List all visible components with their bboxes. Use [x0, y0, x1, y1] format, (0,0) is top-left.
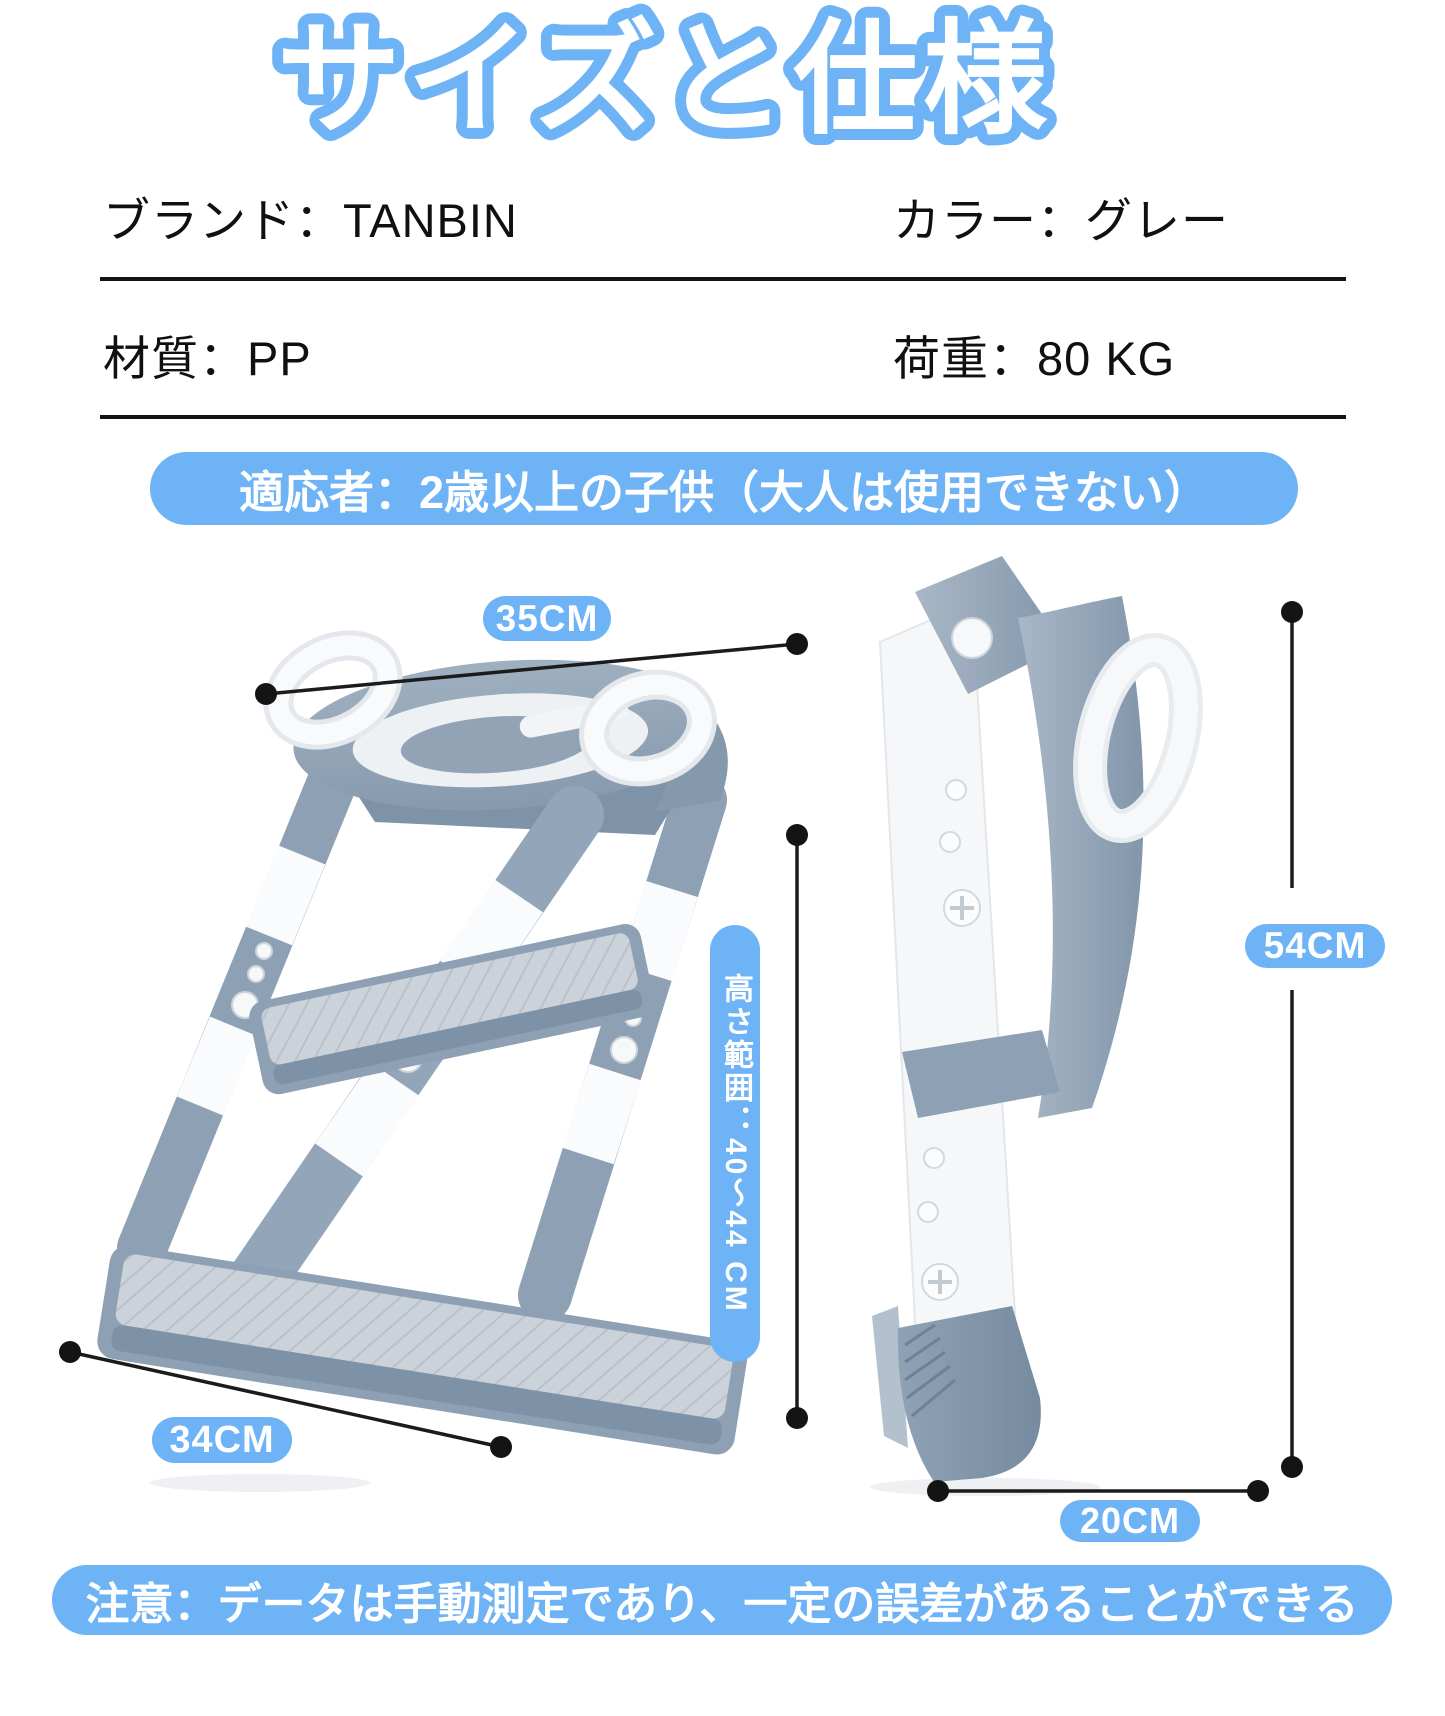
dimension-line-35cm	[255, 633, 808, 705]
ladder-step-middle	[249, 924, 655, 1095]
foot-grip-lines	[904, 1323, 956, 1418]
dimension-badge-folded-height: 54CM	[1245, 924, 1385, 968]
eligibility-banner: 適応者：2歳以上の子供（大人は使用できない）	[150, 452, 1298, 525]
potty-ladder-open-illustration	[97, 630, 748, 1492]
folded-screws	[917, 779, 981, 1301]
potty-ladder-folded-illustration	[870, 556, 1203, 1496]
ladder-shadow	[150, 1474, 370, 1492]
folded-step-wedge	[902, 1030, 1060, 1118]
handle-right-icon	[579, 669, 717, 787]
screw-icon	[917, 1201, 939, 1223]
spec-load: 荷重：80 KG	[893, 332, 1176, 385]
dimension-badge-folded-depth: 20CM	[1060, 1500, 1200, 1542]
screw-icon	[255, 942, 273, 960]
dimension-line-34cm	[59, 1341, 512, 1458]
handle-left-icon	[263, 630, 403, 750]
screw-icon	[247, 965, 265, 983]
divider-line	[100, 277, 1346, 281]
dimension-line-20cm	[927, 1480, 1269, 1502]
dimension-badge-base-depth: 34CM	[152, 1417, 292, 1463]
title-banner: サイズと仕様	[266, 0, 1058, 160]
screw-icon	[945, 779, 967, 801]
folded-shadow	[870, 1478, 1100, 1496]
screw-icon	[610, 1036, 638, 1064]
ladder-rail-back-left	[117, 750, 360, 1273]
page-title: サイズと仕様	[277, 11, 1053, 149]
folded-seat-panel	[1018, 596, 1203, 1118]
ladder-step-bottom	[97, 1245, 748, 1455]
dimension-line-54cm	[1281, 601, 1303, 1478]
screw-cross-icon	[921, 1263, 959, 1301]
screw-icon	[923, 1147, 945, 1169]
folded-foot	[897, 1306, 1041, 1482]
divider-line	[100, 415, 1346, 419]
ladder-rail-right	[518, 773, 727, 1322]
dimension-line-height-range	[786, 824, 808, 1429]
spec-brand: ブランド：TANBIN	[103, 194, 518, 247]
screw-icon	[939, 831, 961, 853]
handle-folded-icon	[1073, 633, 1203, 843]
screw-icon	[951, 617, 993, 659]
note-banner: 注意：データは手動測定であり、一定の誤差があることができる	[52, 1565, 1392, 1635]
screw-cross-icon	[943, 889, 981, 927]
spec-color: カラー：グレー	[893, 194, 1229, 247]
spec-material: 材質：PP	[103, 332, 312, 385]
dimension-badge-top-width: 35CM	[483, 596, 611, 641]
dimension-lines	[59, 601, 1303, 1502]
dimension-badge-height-range: 高さ範囲：40～44 CM	[710, 925, 760, 1362]
